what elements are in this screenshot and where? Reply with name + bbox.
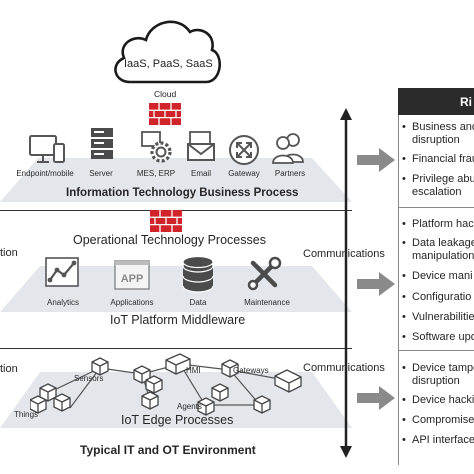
risk-panel-header-text: Ri bbox=[460, 95, 472, 109]
ot-layer-title: Operational Technology Processes bbox=[73, 233, 266, 247]
edge-network-diagram bbox=[30, 353, 302, 416]
wrench-screwdriver-icon bbox=[247, 256, 282, 291]
left-fragment-text: tion bbox=[0, 247, 18, 259]
firewall-icon-middle bbox=[150, 210, 182, 232]
arrow-right-icon bbox=[357, 386, 395, 410]
vertical-double-arrow bbox=[340, 108, 352, 458]
cloud-services-text: IaaS, PaaS, SaaS bbox=[124, 58, 213, 70]
risk-bullet: • bbox=[402, 153, 406, 165]
risk-item: disruption bbox=[412, 375, 460, 387]
platform-layer-plate bbox=[0, 266, 352, 312]
it-item-label: Gateway bbox=[228, 169, 260, 178]
gateway-icon bbox=[229, 135, 259, 165]
edge-label-gateways: Gateways bbox=[233, 366, 269, 375]
communications-label: Communications bbox=[303, 248, 385, 260]
risk-item: Device hacki bbox=[412, 394, 474, 406]
analytics-icon bbox=[45, 257, 79, 287]
edge-label-sensors: Sensors bbox=[74, 374, 104, 383]
it-item-label: Email bbox=[190, 169, 211, 178]
cloud-icon bbox=[114, 20, 221, 84]
risk-item: escalation bbox=[412, 186, 462, 198]
it-item-label: Server bbox=[89, 169, 113, 178]
risk-bullet: • bbox=[402, 311, 406, 323]
risk-bullet: • bbox=[402, 173, 406, 185]
it-layer-plate bbox=[0, 158, 352, 202]
footer-title: Typical IT and OT Environment bbox=[80, 443, 256, 457]
edge-label-things: Things bbox=[14, 410, 39, 419]
risk-item: Device tampe bbox=[412, 362, 474, 374]
risk-item: disruption bbox=[412, 134, 460, 146]
it-item-label: MES, ERP bbox=[136, 169, 176, 178]
risk-bullet: • bbox=[402, 270, 406, 282]
server-icon bbox=[91, 128, 113, 159]
risk-panel: Ri • Business and disruption • Financial… bbox=[398, 88, 474, 468]
risk-group-divider bbox=[398, 350, 474, 351]
risk-bullet: • bbox=[402, 237, 406, 249]
platform-item-label: Applications bbox=[110, 298, 154, 307]
left-fragment-text: tion bbox=[0, 363, 18, 375]
risk-item: Device mani bbox=[412, 270, 473, 282]
endpoint-mobile-icon bbox=[29, 135, 65, 163]
arrow-right-icon bbox=[357, 148, 395, 172]
risk-bullet: • bbox=[402, 434, 406, 446]
database-icon bbox=[182, 255, 214, 293]
it-item-label: Partners bbox=[274, 169, 306, 178]
risk-group-divider bbox=[398, 207, 474, 208]
risk-item: Software upd bbox=[412, 331, 474, 343]
risk-panel-header: Ri bbox=[398, 88, 474, 115]
it-layer-title: Information Technology Business Process bbox=[66, 187, 299, 199]
cube-group bbox=[30, 353, 302, 416]
risk-bullet: • bbox=[402, 414, 406, 426]
risk-item: API interface bbox=[412, 434, 474, 446]
platform-item-label: Maintenance bbox=[244, 298, 290, 307]
risk-bullet: • bbox=[402, 121, 406, 133]
platform-layer-title: IoT Platform Middleware bbox=[110, 313, 246, 327]
edge-label-hmi: HMI bbox=[186, 366, 201, 375]
risk-item: Privilege abu bbox=[412, 173, 474, 185]
app-icon: APP bbox=[114, 260, 150, 290]
risk-item: manipulation bbox=[412, 250, 474, 262]
edge-label-agents: Agents bbox=[177, 402, 202, 411]
risk-panel-border bbox=[398, 115, 399, 465]
platform-item-label: Data bbox=[189, 298, 207, 307]
communications-label: Communications bbox=[303, 362, 385, 374]
partners-icon bbox=[272, 133, 304, 164]
risk-item: Compromise bbox=[412, 414, 474, 426]
email-icon bbox=[187, 131, 215, 161]
edge-layer-plate bbox=[0, 372, 352, 428]
firewall-icon-top bbox=[149, 103, 181, 125]
edge-layer-title: IoT Edge Processes bbox=[121, 413, 234, 427]
risk-bullet: • bbox=[402, 394, 406, 406]
risk-bullet: • bbox=[402, 331, 406, 343]
layer-divider bbox=[0, 348, 352, 349]
risk-bullet: • bbox=[402, 291, 406, 303]
platform-item-label: Analytics bbox=[46, 298, 79, 307]
risk-item: Configuratio bbox=[412, 291, 472, 303]
it-item-label: Endpoint/mobile bbox=[16, 169, 74, 178]
app-icon-text: APP bbox=[121, 273, 144, 285]
risk-item: Platform hac bbox=[412, 218, 474, 230]
arrow-right-icon bbox=[357, 272, 395, 296]
cloud-label: Cloud bbox=[154, 89, 177, 99]
risk-item: Business and bbox=[412, 121, 474, 133]
risk-item: Vulnerabilitie bbox=[412, 311, 474, 323]
risk-bullet: • bbox=[402, 218, 406, 230]
risk-bullet: • bbox=[402, 362, 406, 374]
risk-item: Data leakage bbox=[412, 237, 474, 249]
risk-item: Financial frau bbox=[412, 153, 474, 165]
gear-icon bbox=[141, 131, 172, 163]
